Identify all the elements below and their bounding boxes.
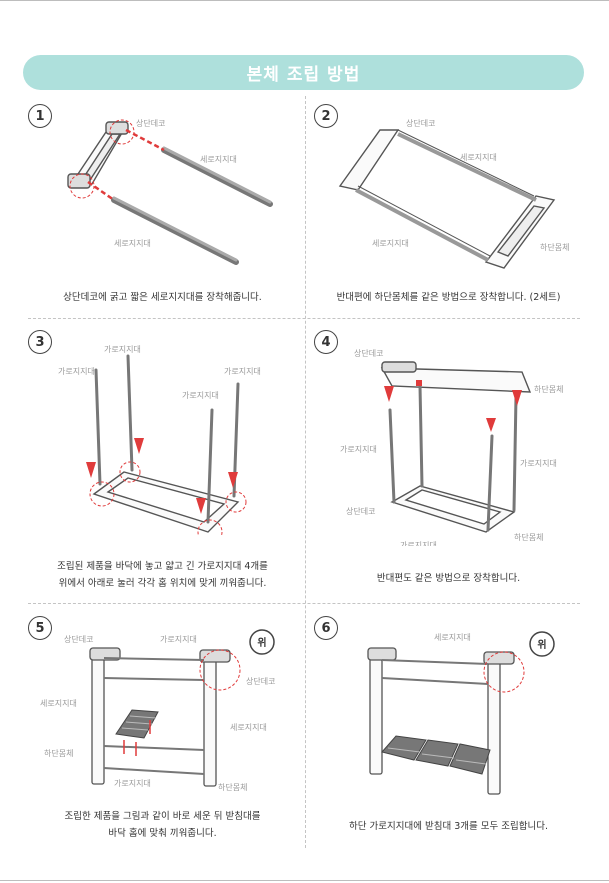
top-rule	[0, 0, 609, 1]
label-bottom-body-2: 하단몸체	[218, 782, 247, 792]
step-5: 5	[24, 612, 301, 860]
step-6: 6	[310, 612, 587, 860]
label-bottom-body: 하단몸체	[534, 384, 563, 394]
label-bottom-body: 하단몸체	[540, 242, 569, 252]
bottom-rule	[0, 880, 609, 881]
step-number: 5	[28, 616, 52, 640]
step-number: 3	[28, 330, 52, 354]
row-divider-2	[28, 603, 580, 604]
label-vertical-support-2: 세로지지대	[230, 723, 267, 732]
label-vertical-support: 세로지지대	[40, 699, 77, 708]
step-number: 4	[314, 330, 338, 354]
step-caption: 반대편도 같은 방법으로 장착합니다.	[376, 573, 521, 584]
up-badge: 위	[529, 631, 555, 657]
title-banner: 본체 조립 방법	[23, 55, 584, 90]
label-horizontal-support: 가로지지대	[340, 445, 377, 454]
step-3: 3 가로지지대	[24, 326, 301, 589]
step-5-illustration: 위 상단데코 가로지지대 상단데코 세로지지대 세로지지대 하단몸체 가로지지대…	[40, 629, 275, 792]
caption-line: 조립된 제품을 바닥에 놓고 얇고 긴 가로지지대 4개를	[57, 561, 268, 572]
step-caption: 하단 가로지지대에 받침대 3개를 모두 조립합니다.	[349, 821, 548, 832]
step-number: 1	[28, 104, 52, 128]
step-caption: 조립한 제품을 그림과 같이 바로 세운 뒤 받침대를 바닥 홈에 맞춰 끼워줍…	[24, 808, 301, 842]
label-vertical-support-2: 세로지지대	[372, 239, 409, 248]
step-caption: 반대편에 하단몸체를 같은 방법으로 장착합니다. (2세트)	[336, 292, 561, 303]
step-number: 2	[314, 104, 338, 128]
label-vertical-support: 세로지지대	[434, 633, 471, 642]
label-horizontal-support-2: 가로지지대	[104, 345, 141, 354]
step-4-illustration: 상단데코 하단몸체 가로지지대 가로지지대 상단데코 가로지지대 하단몸체	[340, 348, 563, 546]
caption-line: 위에서 아래로 눌러 각각 홈 위치에 맞게 끼워줍니다.	[58, 578, 267, 589]
label-bottom-body-2: 하단몸체	[514, 532, 543, 542]
label-vertical-support: 세로지지대	[200, 155, 237, 164]
label-top-deco: 상단데코	[406, 118, 435, 128]
label-vertical-support: 세로지지대	[460, 153, 497, 162]
label-top-deco: 상단데코	[64, 634, 93, 644]
caption-line: 바닥 홈에 맞춰 끼워줍니다.	[108, 828, 217, 839]
step-number: 6	[314, 616, 338, 640]
label-top-deco: 상단데코	[354, 348, 383, 358]
label-vertical-support-2: 세로지지대	[114, 239, 151, 248]
label-top-deco-2: 상단데코	[346, 506, 375, 516]
label-horizontal-support-2: 가로지지대	[114, 779, 151, 788]
page-title: 본체 조립 방법	[246, 65, 361, 85]
step-2-illustration: 상단데코 세로지지대 세로지지대 하단몸체	[338, 118, 569, 269]
label-horizontal-support-3: 가로지지대	[182, 391, 219, 400]
svg-text:위: 위	[257, 636, 266, 649]
label-horizontal-support-4: 가로지지대	[224, 367, 261, 376]
label-horizontal-support: 가로지지대	[58, 367, 95, 376]
step-4: 4 상단데코	[310, 326, 587, 584]
step-caption: 상단데코에 굵고 짧은 세로지지대를 장착해줍니다.	[63, 292, 262, 303]
label-horizontal-support-3: 가로지지대	[400, 541, 437, 546]
caption-line: 조립한 제품을 그림과 같이 바로 세운 뒤 받침대를	[64, 811, 261, 822]
label-horizontal-support: 가로지지대	[160, 635, 197, 644]
label-horizontal-support-2: 가로지지대	[520, 459, 557, 468]
row-divider-1	[28, 318, 580, 319]
step-3-illustration: 가로지지대 가로지지대 가로지지대 가로지지대	[58, 345, 261, 536]
step-2: 2 상단데코 세로지지대 세로지지대 하단몸체 반대편에 하단몸체를 같은 방법…	[310, 100, 587, 348]
label-bottom-body: 하단몸체	[44, 748, 73, 758]
step-1-illustration: 상단데코 세로지지대 세로지지대	[67, 118, 273, 265]
svg-text:위: 위	[537, 638, 546, 651]
column-divider	[305, 96, 306, 848]
label-top-deco-2: 상단데코	[246, 676, 275, 686]
step-1: 1 상단데코	[24, 100, 301, 348]
up-badge: 위	[249, 629, 275, 655]
step-caption: 조립된 제품을 바닥에 놓고 얇고 긴 가로지지대 4개를 위에서 아래로 눌러…	[24, 558, 301, 592]
label-top-deco: 상단데코	[136, 118, 165, 128]
step-6-illustration: 위 세로지지대	[367, 631, 555, 795]
